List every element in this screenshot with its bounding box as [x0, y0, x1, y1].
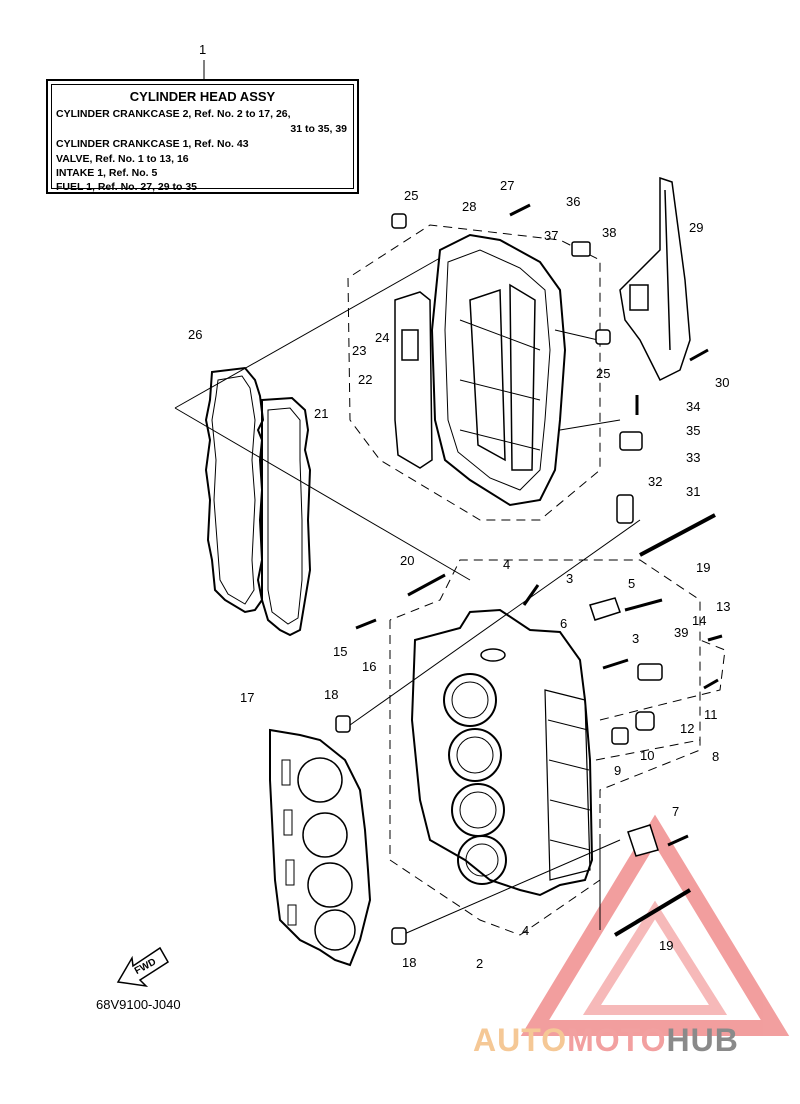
callout-labels: 1 2 3 3 4 4 5 6 7 8 9 10 11 12 13 14 15 …	[133, 42, 731, 977]
leader-lines	[174, 257, 641, 939]
callout-1: 1	[199, 42, 206, 57]
title-box-heading: CYLINDER HEAD ASSY	[129, 89, 276, 104]
title-box: CYLINDER HEAD ASSY CYLINDER CRANKCASE 2,…	[46, 79, 359, 194]
callout-22: 22	[358, 372, 372, 387]
callout-8: 8	[712, 749, 719, 764]
callout-27: 27	[500, 178, 514, 193]
callout-12: 12	[680, 721, 694, 736]
callout-34: 34	[686, 399, 700, 414]
plate-22	[394, 291, 433, 469]
callout-10: 10	[640, 748, 654, 763]
callout-26: 26	[188, 327, 202, 342]
callout-23: 23	[352, 343, 366, 358]
callout-14: 14	[692, 613, 706, 628]
callout-6: 6	[560, 616, 567, 631]
callout-39: 39	[674, 625, 688, 640]
callout-36: 36	[566, 194, 580, 209]
callout-4a: 4	[503, 557, 510, 572]
title-box-line-1: CYLINDER CRANKCASE 2, Ref. No. 2 to 17, …	[56, 108, 291, 120]
callout-29: 29	[689, 220, 703, 235]
callout-33: 33	[686, 450, 700, 465]
head-cover-21	[430, 233, 567, 507]
callout-24: 24	[375, 330, 389, 345]
title-box-line-3: CYLINDER CRANKCASE 1, Ref. No. 43	[56, 138, 249, 150]
fwd-arrow	[116, 946, 170, 988]
callout-30: 30	[715, 375, 729, 390]
callout-2: 2	[476, 956, 483, 971]
callout-5: 5	[628, 576, 635, 591]
callout-28: 28	[462, 199, 476, 214]
callout-15: 15	[333, 644, 347, 659]
assembly-outlines	[347, 224, 726, 936]
title-box-line-2: 31 to 35, 39	[290, 123, 347, 135]
callout-19b: 19	[659, 938, 673, 953]
gasket-26	[204, 366, 312, 637]
callout-31: 31	[686, 484, 700, 499]
callout-32: 32	[648, 474, 662, 489]
callout-25a: 25	[404, 188, 418, 203]
callout-11: 11	[704, 707, 718, 722]
callout-37: 37	[544, 228, 558, 243]
title-box-line-6: FUEL 1, Ref. No. 27, 29 to 35	[56, 181, 198, 193]
callout-9: 9	[614, 763, 621, 778]
title-box-line-4: VALVE, Ref. No. 1 to 13, 16	[56, 153, 189, 165]
callout-21: 21	[314, 406, 328, 421]
callout-13: 13	[716, 599, 730, 614]
callout-35: 35	[686, 423, 700, 438]
small-parts	[335, 203, 723, 945]
callout-7: 7	[672, 804, 679, 819]
callout-19a: 19	[696, 560, 710, 575]
watermark-logo: AUTOMOTOHUB	[473, 1022, 739, 1059]
callout-25b: 25	[596, 366, 610, 381]
callout-4b: 4	[522, 923, 529, 938]
watermark-triangle	[520, 814, 790, 1036]
watermark-part-3: HUB	[666, 1022, 739, 1058]
title-box-line-5: INTAKE 1, Ref. No. 5	[56, 167, 158, 179]
callout-3a: 3	[566, 571, 573, 586]
diagram-code: 68V9100-J040	[96, 997, 181, 1012]
cylinder-head-2	[410, 608, 594, 897]
callout-18a: 18	[324, 687, 338, 702]
callout-38: 38	[602, 225, 616, 240]
callout-17: 17	[240, 690, 254, 705]
callout-16: 16	[362, 659, 376, 674]
callout-20: 20	[400, 553, 414, 568]
bracket-29	[619, 176, 691, 382]
callout-18b: 18	[402, 955, 416, 970]
fwd-label: FWD	[133, 957, 158, 977]
watermark-part-1: AUTO	[473, 1022, 568, 1058]
gasket-17	[269, 728, 372, 967]
callout-3b: 3	[632, 631, 639, 646]
watermark-part-2: MOTO	[567, 1022, 667, 1058]
